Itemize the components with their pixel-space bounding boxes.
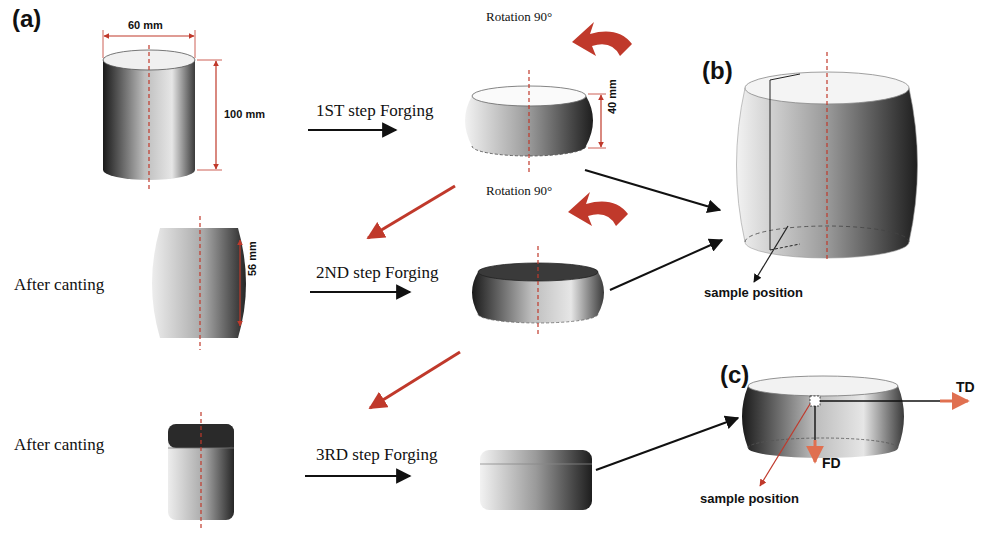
panel-letter: (c) [720,362,749,388]
stage-label: After canting [14,436,104,455]
dimension: 100 mm [224,108,265,120]
dimension: 60 mm [128,19,163,31]
panel-letter: (a) [12,6,41,32]
sample-note: sample position [704,286,803,300]
step-label: 3RD step Forging [316,446,438,465]
dimension: 56 mm [246,241,258,276]
step-label: 2ND step Forging [316,264,438,283]
axis-label: TD [956,380,975,395]
dimension: 40 mm [606,79,618,114]
rotation-note: Rotation 90° [486,184,552,198]
panel-letter: (b) [702,58,733,84]
axis-label: FD [822,456,841,471]
rotation-note: Rotation 90° [486,10,552,24]
stage-label: After canting [14,276,104,295]
step-label: 1ST step Forging [316,102,433,121]
sample-note: sample position [700,492,799,506]
